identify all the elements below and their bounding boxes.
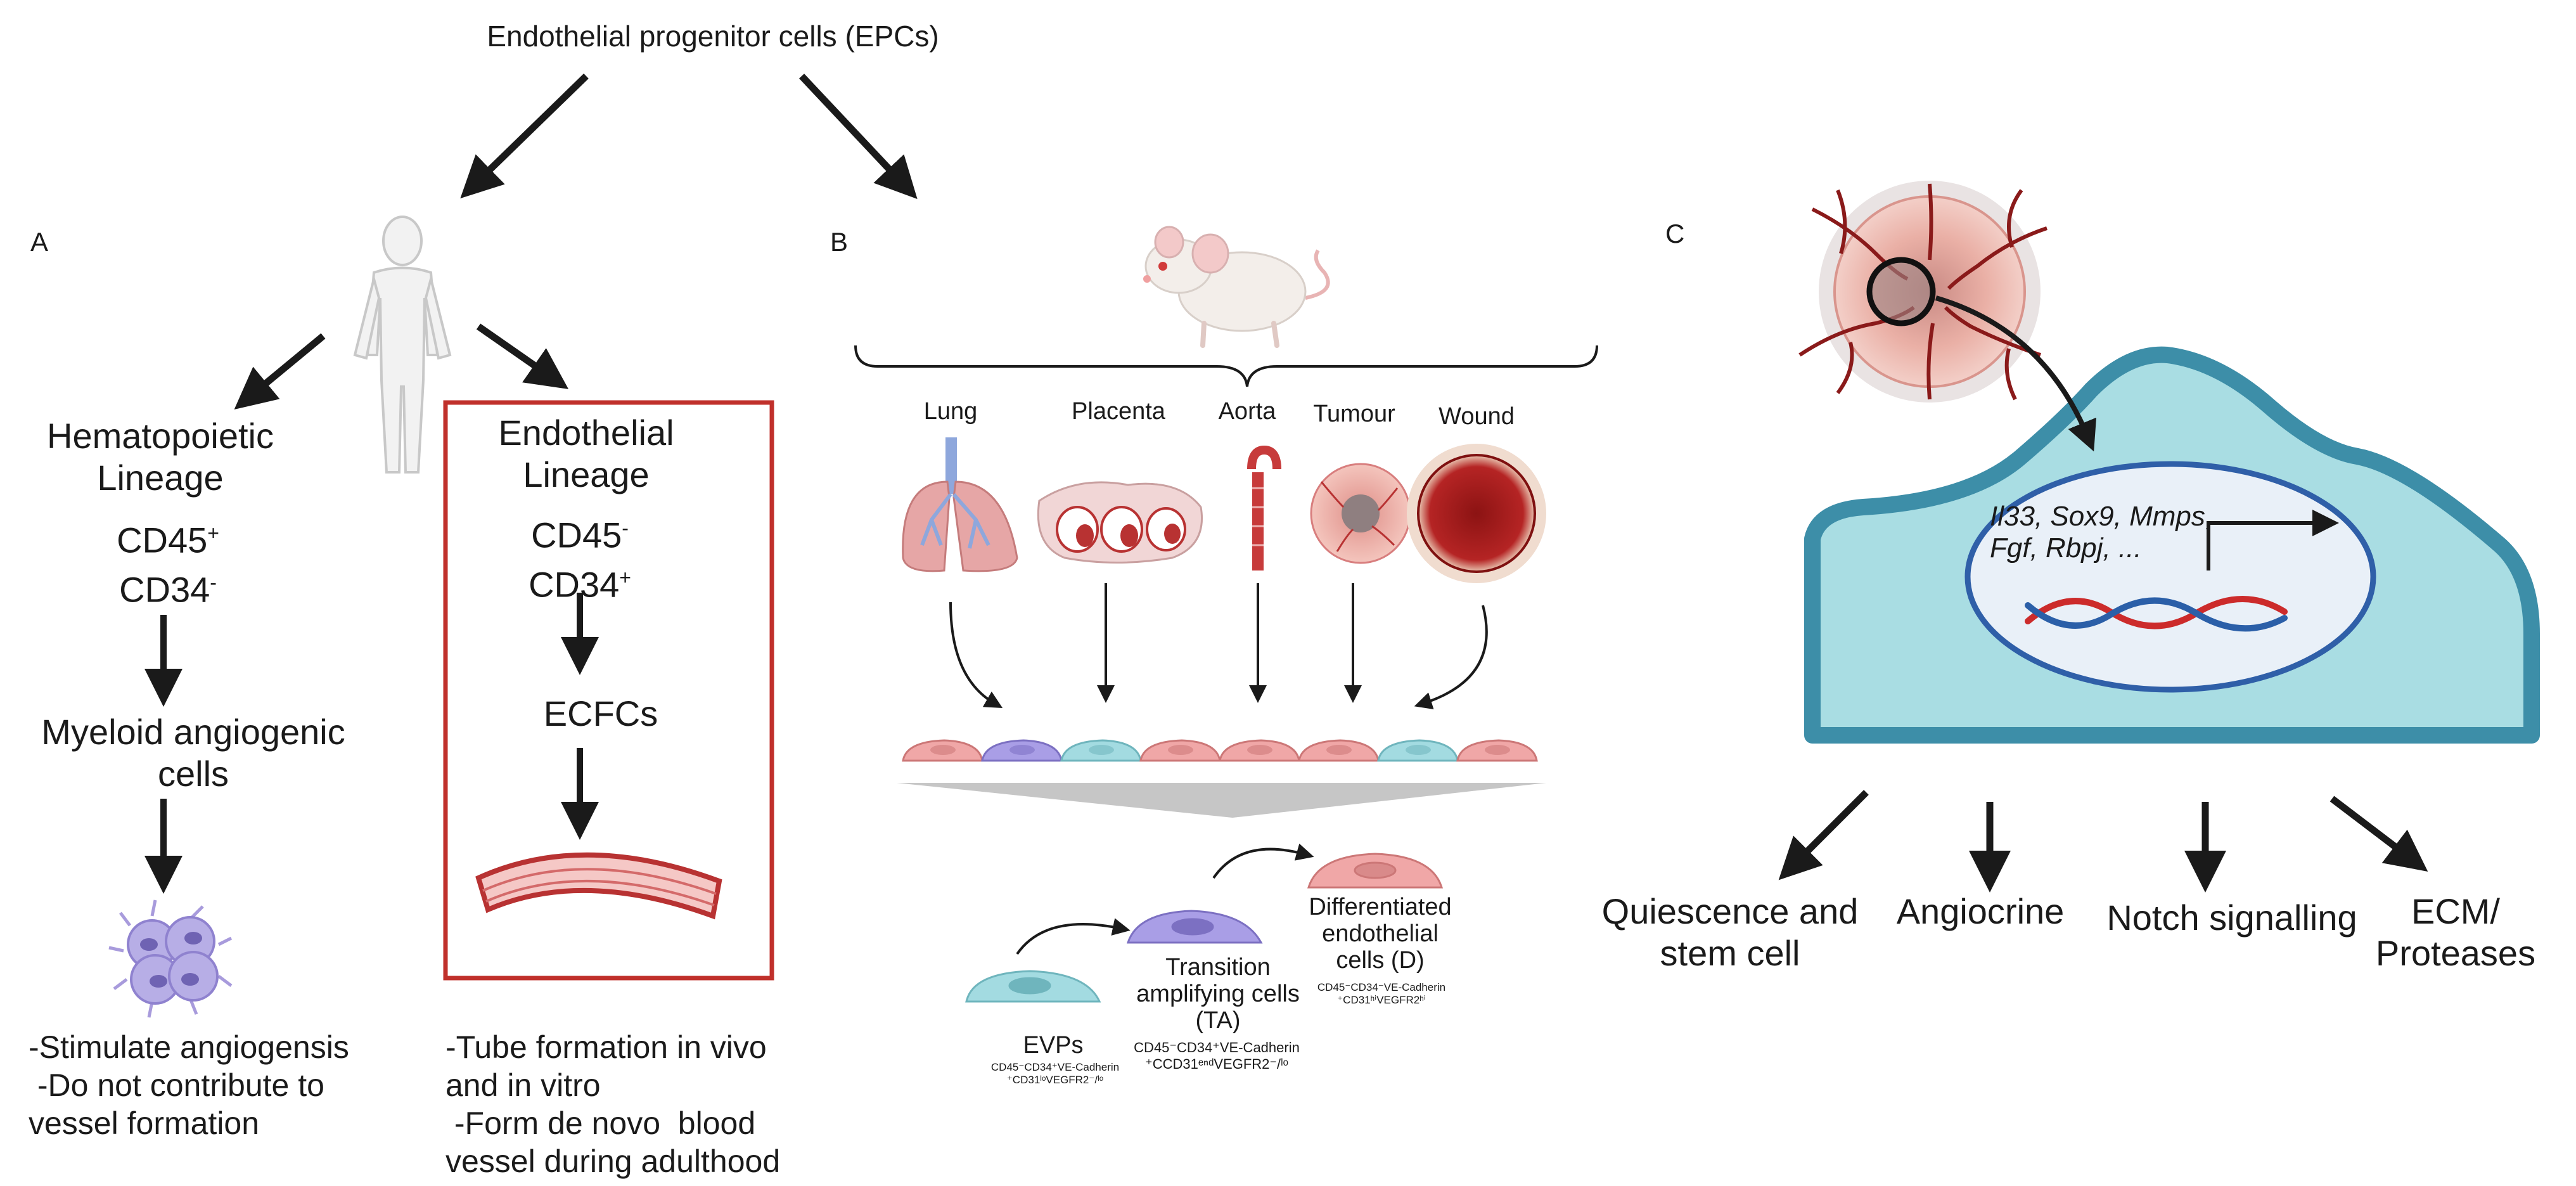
nucleus (1964, 461, 2376, 693)
ta-cell (1126, 910, 1263, 944)
arrow-to-mouse (798, 74, 918, 200)
outcome-arrows (1778, 790, 2428, 893)
endothelial-notes: -Tube formation in vivo and in vitro -Fo… (445, 1028, 780, 1180)
outcome-angiocrine: Angiocrine (1896, 891, 2065, 931)
human-arrows (234, 323, 569, 410)
hematopoietic-notes: -Stimulate angiogensis -Do not contribut… (29, 1028, 349, 1142)
ta-label: Transition amplifying cells (TA) (1136, 954, 1300, 1034)
transcription-arrow-icon (2207, 510, 2339, 570)
page-title: Endothelial progenitor cells (EPCs) (487, 20, 939, 53)
organ-label-lung: Lung (923, 398, 978, 425)
outcome-ecm: ECM/ Proteases (2376, 891, 2535, 974)
d-label-line3: cells (D) (1336, 947, 1425, 974)
wound-icon (1407, 444, 1546, 583)
hematopoietic-title: Hematopoietic Lineage (47, 415, 274, 499)
endothelial-title-line1: Endothelial (498, 413, 674, 453)
endothelial-title: Endothelial Lineage (498, 412, 674, 496)
evps-label: EVPs (1023, 1032, 1084, 1059)
organ-to-cell-arrows (949, 583, 1488, 710)
d-markers-line1: CD45⁻CD34⁻VE-Cadherin (1317, 981, 1446, 993)
panel-a-down-arrows (144, 593, 599, 894)
gene-list: Il33, Sox9, Mmps, Fgf, Rbpj, ... (1990, 501, 2213, 564)
organ-label-aorta: Aorta (1218, 398, 1276, 425)
organ-label-placenta: Placenta (1072, 398, 1165, 425)
blood-vessel-icon (475, 852, 722, 920)
endothelial-note-3: -Form de novo blood (445, 1105, 756, 1141)
placenta-icon (1037, 481, 1203, 564)
mouse-icon (1143, 226, 1330, 348)
ecfcs-label: ECFCs (543, 693, 658, 733)
ta-label-line1: Transition (1165, 954, 1271, 981)
progression-arrows (1016, 843, 1314, 955)
endothelial-note-4: vessel during adulthood (445, 1144, 781, 1179)
panel-label-c: C (1665, 219, 1685, 248)
lung-icon (902, 437, 1018, 572)
myeloid-cells-label: Myeloid angiogenic cells (41, 711, 345, 795)
d-cell (1307, 853, 1444, 889)
panel-label-b: B (830, 227, 849, 257)
organ-brace (854, 345, 1598, 387)
d-markers-line2: ⁺CD31ʰⁱVEGFR2ʰⁱ (1337, 994, 1426, 1006)
endothelial-cell-row (902, 739, 1538, 762)
outcome-quiescence: Quiescence and stem cell (1602, 891, 1859, 974)
endothelial-lineage-box (443, 400, 774, 981)
aorta-icon (1247, 445, 1281, 570)
panel-label-a: A (30, 227, 49, 257)
epc-split-arrows (460, 74, 918, 200)
tumour-icon (1310, 463, 1411, 564)
myeloid-label-line2: cells (157, 754, 229, 794)
hematopoietic-marker-cd34-sup: - (210, 570, 217, 594)
d-label-line1: Differentiated (1309, 894, 1452, 920)
hematopoietic-marker-cd45-sup: + (207, 522, 219, 545)
endothelial-markers: CD45- CD34+ (529, 507, 631, 605)
outcome-ecm-line1: ECM/ (2411, 891, 2500, 931)
differentiation-funnel (897, 783, 1546, 818)
hematopoietic-markers: CD45+ CD34- (117, 512, 219, 610)
endothelial-note-2: and in vitro (445, 1067, 601, 1103)
ta-label-line2: amplifying cells (1136, 981, 1300, 1007)
endothelial-marker-cd45: CD45 (531, 515, 622, 555)
myeloid-label-line1: Myeloid angiogenic (41, 712, 345, 752)
outcome-notch: Notch signalling (2106, 898, 2357, 938)
ta-markers: CD45⁻CD34⁺VE-Cadherin ⁺CCD31ᵉⁿᵈVEGFR2⁻/ˡ… (1134, 1040, 1300, 1073)
endothelial-marker-cd34-sup: + (619, 565, 631, 589)
ta-markers-line1: CD45⁻CD34⁺VE-Cadherin (1134, 1040, 1300, 1055)
hematopoietic-marker-cd34: CD34 (119, 569, 210, 610)
gene-list-line2: Fgf, Rbpj, ... (1990, 532, 2142, 564)
organ-label-tumour: Tumour (1313, 401, 1395, 427)
ta-markers-line2: ⁺CCD31ᵉⁿᵈVEGFR2⁻/ˡᵒ (1145, 1056, 1288, 1072)
human-figure (353, 216, 452, 474)
hematopoietic-note-1: -Stimulate angiogensis (29, 1029, 349, 1065)
ta-label-line3: (TA) (1195, 1007, 1241, 1034)
hematopoietic-note-2: -Do not contribute to (29, 1067, 324, 1103)
callout-arrow (1935, 295, 2097, 452)
d-label: Differentiated endothelial cells (D) (1309, 894, 1451, 974)
endothelial-title-line2: Lineage (523, 454, 650, 494)
organ-label-wound: Wound (1439, 403, 1515, 430)
myeloid-cells-icon (108, 899, 233, 1018)
d-label-line2: endothelial (1322, 920, 1439, 947)
evps-markers-line1: CD45⁻CD34⁺VE-Cadherin (990, 1061, 1120, 1073)
endothelial-note-1: -Tube formation in vivo (445, 1029, 767, 1065)
outcome-quiescence-line2: stem cell (1660, 933, 1800, 973)
evps-markers: CD45⁻CD34⁺VE-Cadherin ⁺CD31ˡᵒVEGFR2⁻/ˡᵒ (991, 1061, 1119, 1086)
hematopoietic-title-line2: Lineage (97, 458, 224, 498)
hematopoietic-note-3: vessel formation (29, 1105, 260, 1141)
evps-markers-line2: ⁺CD31ˡᵒVEGFR2⁻/ˡᵒ (1006, 1074, 1104, 1086)
tumor-vasculature-icon (1798, 181, 2047, 403)
hematopoietic-marker-cd45: CD45 (117, 520, 208, 560)
hematopoietic-title-line1: Hematopoietic (47, 416, 274, 456)
arrow-to-human (460, 74, 589, 198)
endothelial-marker-cd34: CD34 (529, 564, 620, 605)
outcome-quiescence-line1: Quiescence and (1601, 891, 1859, 931)
dna-helix-icon (2025, 596, 2288, 632)
endothelial-marker-cd45-sup: - (622, 517, 629, 539)
d-markers: CD45⁻CD34⁻VE-Cadherin ⁺CD31ʰⁱVEGFR2ʰⁱ (1317, 981, 1445, 1007)
gene-list-line1: Il33, Sox9, Mmps, (1990, 501, 2214, 532)
evp-cell (965, 970, 1101, 1003)
outcome-ecm-line2: Proteases (2375, 933, 2536, 973)
